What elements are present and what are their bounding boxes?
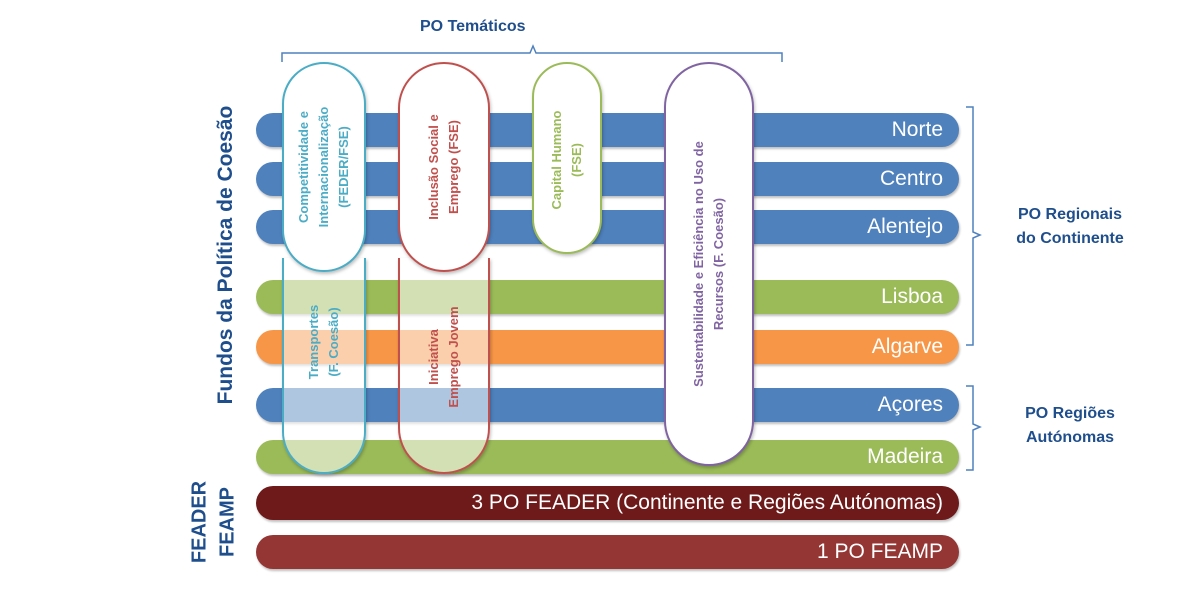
band-norte: Norte bbox=[256, 113, 959, 147]
band-acores: Açores bbox=[256, 388, 959, 422]
po-autonomas-line1: PO Regiões bbox=[1025, 405, 1115, 422]
text-transportes-line1: Transportes bbox=[306, 304, 321, 380]
po-autonomas-line2: Autónomas bbox=[1026, 429, 1114, 446]
po-regionais-line1: PO Regionais bbox=[1017, 206, 1123, 223]
text-iniciativa-line2: Emprego Jovem bbox=[446, 306, 461, 408]
band-madeira: Madeira bbox=[256, 440, 959, 474]
band-label-algarve: Algarve bbox=[871, 335, 943, 358]
text-competitividade-line2: Internacionalização bbox=[316, 106, 331, 228]
text-transportes-line2: (F. Coesão) bbox=[326, 307, 341, 377]
po-regionais-line2: do Continente bbox=[1016, 230, 1124, 247]
pill-capital-humano bbox=[532, 62, 602, 254]
right-bracket-regionais bbox=[966, 106, 982, 346]
text-iniciativa-line1: Iniciativa bbox=[426, 329, 441, 385]
text-capital-humano: Capital Humano (FSE) bbox=[547, 111, 587, 210]
text-competitividade: Competitividade e Internacionalização (F… bbox=[294, 107, 354, 228]
po-autonomas-label: PO Regiões Autónomas bbox=[985, 402, 1155, 450]
text-inclusao-line1: Inclusão Social e bbox=[426, 114, 441, 220]
po-tematicos-label: PO Temáticos bbox=[420, 18, 526, 35]
band-label-lisboa: Lisboa bbox=[881, 285, 943, 308]
text-inclusao: Inclusão Social e Emprego (FSE) bbox=[424, 114, 464, 220]
band-label-alentejo: Alentejo bbox=[867, 215, 943, 238]
text-capital-line2: (FSE) bbox=[569, 143, 584, 177]
pill-transportes bbox=[282, 258, 366, 474]
band-centro: Centro bbox=[256, 162, 959, 196]
text-capital-line1: Capital Humano bbox=[549, 110, 564, 210]
feamp-label: FEAMP bbox=[216, 487, 239, 557]
band-label-acores: Açores bbox=[877, 393, 943, 416]
text-competitividade-line3: (FEDER/FSE) bbox=[336, 126, 351, 208]
text-competitividade-line1: Competitividade e bbox=[296, 111, 311, 223]
band-label-centro: Centro bbox=[879, 167, 943, 190]
text-sustentabilidade: Sustentabilidade e Eficiência no Uso de … bbox=[689, 141, 729, 387]
band-label-feader: 3 PO FEADER (Continente e Regiões Autóno… bbox=[471, 491, 943, 514]
text-sustentabilidade-line2: Recursos (F. Coesão) bbox=[711, 197, 726, 331]
band-label-madeira: Madeira bbox=[867, 445, 943, 468]
text-iniciativa: Iniciativa Emprego Jovem bbox=[424, 306, 464, 407]
feader-label: FEADER bbox=[188, 480, 211, 564]
band-feader: 3 PO FEADER (Continente e Regiões Autóno… bbox=[256, 486, 959, 520]
po-regionais-label: PO Regionais do Continente bbox=[985, 203, 1155, 251]
band-label-norte: Norte bbox=[891, 118, 943, 141]
pill-competitividade bbox=[282, 62, 366, 272]
pill-iniciativa bbox=[398, 258, 490, 474]
band-algarve: Algarve bbox=[256, 330, 959, 364]
text-inclusao-line2: Emprego (FSE) bbox=[446, 120, 461, 214]
pill-inclusao bbox=[398, 62, 490, 272]
fundos-coesao-label: Fundos da Política de Coesão bbox=[214, 105, 237, 405]
band-feamp: 1 PO FEAMP bbox=[256, 535, 959, 569]
right-bracket-autonomas bbox=[966, 385, 982, 471]
text-sustentabilidade-line1: Sustentabilidade e Eficiência no Uso de bbox=[691, 141, 706, 387]
band-alentejo: Alentejo bbox=[256, 210, 959, 244]
band-lisboa: Lisboa bbox=[256, 280, 959, 314]
text-transportes: Transportes (F. Coesão) bbox=[304, 305, 344, 379]
band-label-feamp: 1 PO FEAMP bbox=[816, 540, 943, 563]
pill-sustentabilidade bbox=[664, 62, 754, 466]
